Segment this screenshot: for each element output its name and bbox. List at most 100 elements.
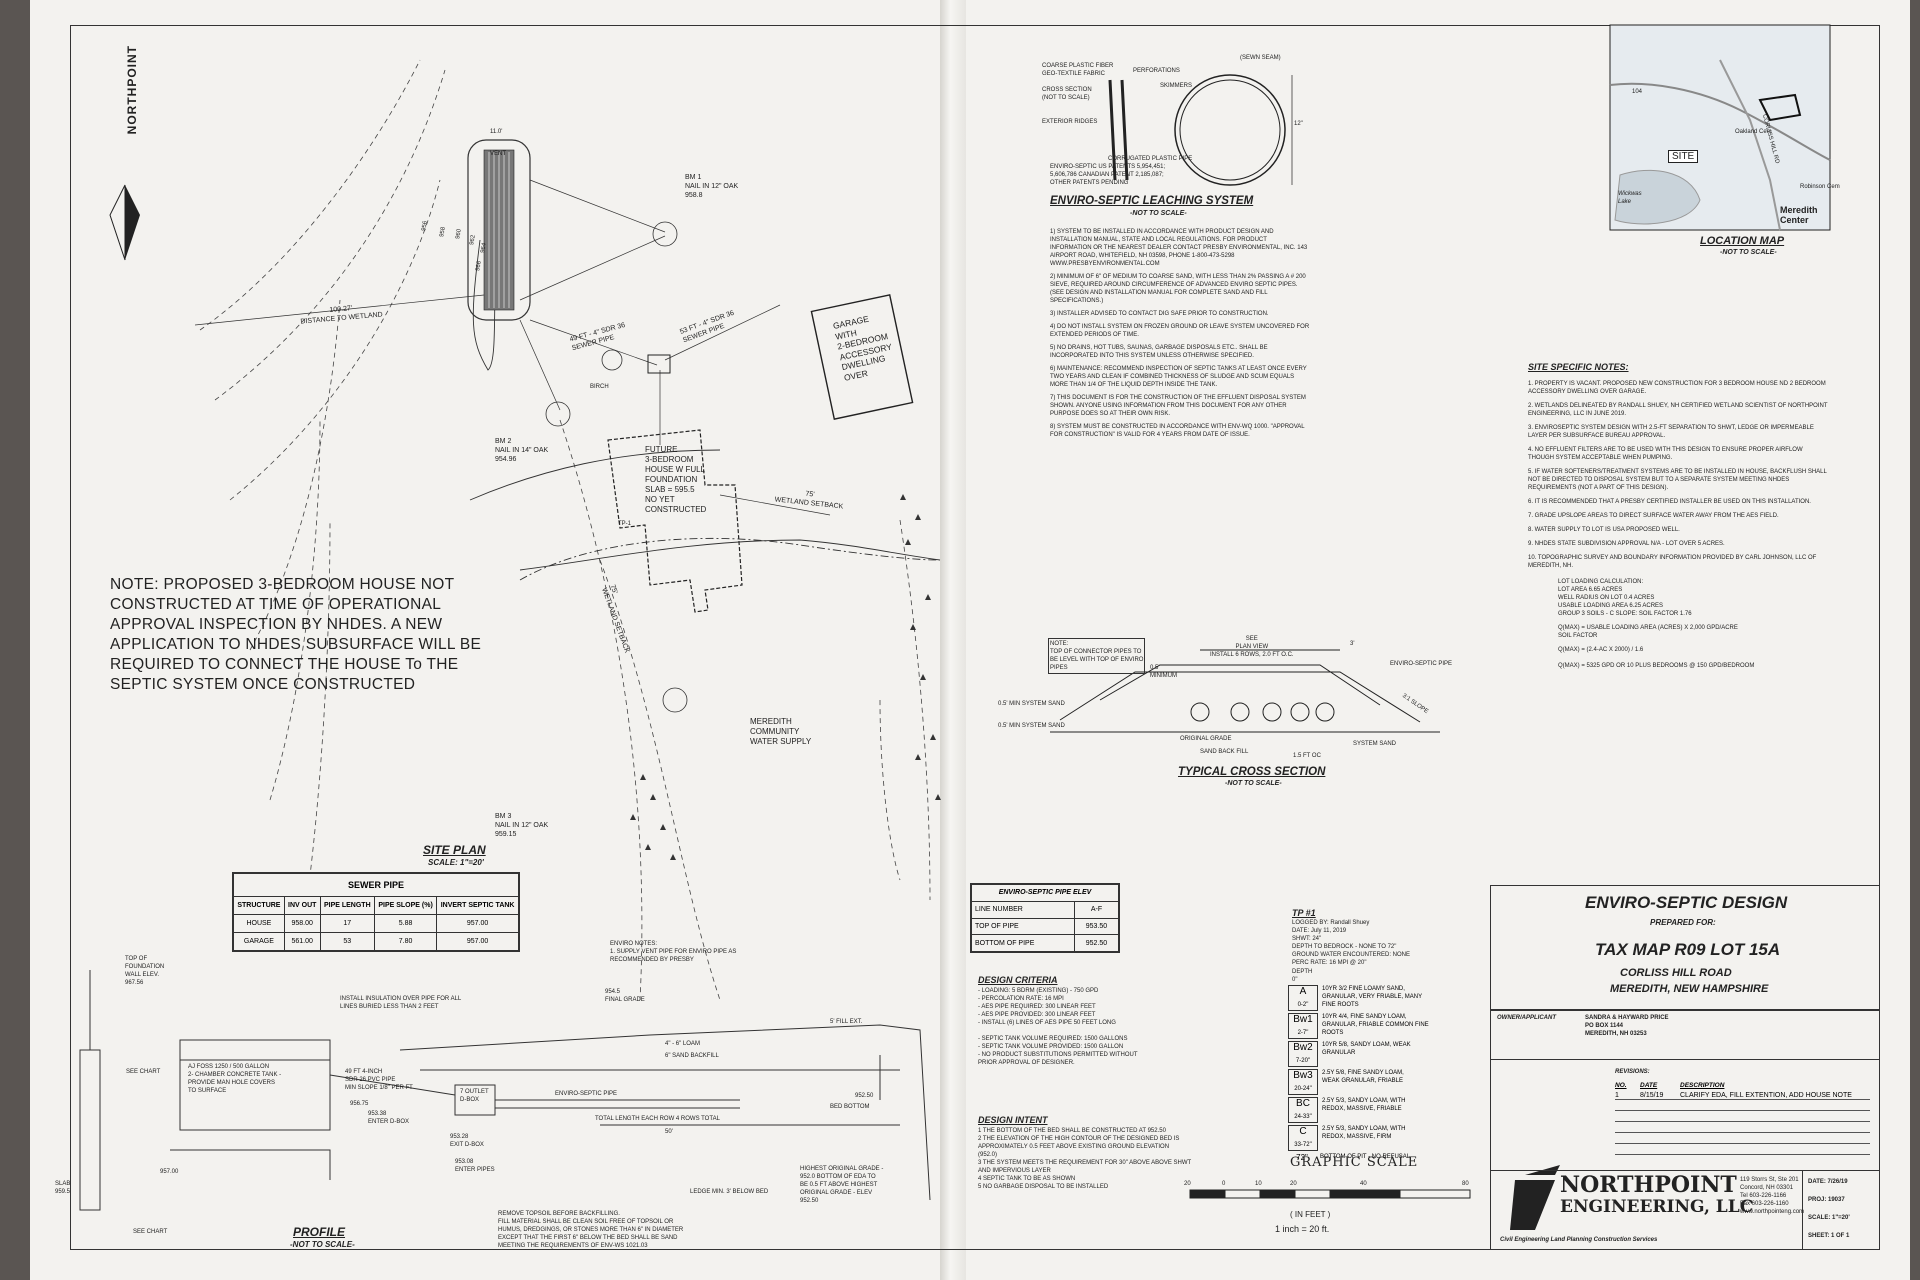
profile-enviro-pipe: ENVIRO-SEPTIC PIPE [555,1091,618,1097]
list-item: 1) SYSTEM TO BE INSTALLED IN ACCORDANCE … [1050,229,1308,267]
list-item: 72" BOTTOM OF PIT - NO REFUSAL [1288,1153,1478,1162]
horizon-depth: 7-20" [1295,1058,1311,1064]
list-item: 9. NHDES STATE SUBDIVISION APPROVAL N/A … [1528,541,1725,547]
sewer-col-length: PIPE LENGTH [319,896,375,916]
list-item: 7) THIS DOCUMENT IS FOR THE CONSTRUCTION… [1050,395,1306,417]
rev-date: 8/15/19 [1640,1092,1664,1099]
insulation-note: INSTALL INSULATION OVER PIPE FOR ALL LIN… [340,996,462,1010]
sheet-number: SHEET: 1 OF 1 [1808,1233,1850,1239]
leaching-title: ENVIRO-SEPTIC LEACHING SYSTEM [1050,195,1254,207]
table-cell: 953.50 [1073,917,1120,936]
skimmers-label: SKIMMERS [1160,83,1193,89]
revisions-label: REVISIONS: [1615,1069,1650,1075]
list-item: 6) MAINTENANCE: RECOMMEND INSPECTION OF … [1050,366,1307,388]
length-50: 50' [665,1129,673,1135]
company-services: Civil Engineering Land Planning Construc… [1500,1237,1658,1243]
list-item: 8. WATER SUPPLY TO LOT IS USA PROPOSED W… [1528,527,1680,533]
table-cell: 7.80 [373,932,438,951]
sand-back-fill-label: SAND BACK FILL [1200,749,1249,755]
site-notes-title: SITE SPECIFIC NOTES: [1528,362,1629,372]
oc-label: 1.5 FT OC [1293,753,1321,759]
horizon-depth: 24-33" [1294,1114,1312,1120]
owner-value: SANDRA & HAYWARD PRICE PO BOX 1144 MERED… [1585,1015,1669,1037]
table-cell: 17 [319,914,375,934]
horizon-label: A [1299,986,1307,997]
scale-tick: 20 [1184,1181,1191,1187]
enviro-notes: ENVIRO NOTES: 1. SUPPLY VENT PIPE FOR EN… [610,941,737,963]
company-name-2: ENGINEERING, LLC [1560,1197,1754,1217]
sheet-date: DATE: 7/26/19 [1808,1179,1848,1185]
table-cell: A-F [1073,900,1120,919]
future-house-label: FUTURE 3-BEDROOM HOUSE W FULL FOUNDATION… [645,445,707,514]
contour-960: 960 [455,228,463,240]
list-item: 4. NO EFFLUENT FILTERS ARE TO BE USED WI… [1528,447,1803,461]
list-item: 1. PROPERTY IS VACANT. PROPOSED NEW CONS… [1528,381,1826,395]
map-route: 104 [1632,89,1643,95]
table-cell: 952.50 [1073,934,1120,952]
horizon-desc: 10YR 3/2 FINE LOAMY SAND, GRANULAR, VERY… [1322,986,1423,1008]
contour-966: 966 [475,260,483,272]
pipe-elev-title: ENVIRO-SEPTIC PIPE ELEV [971,884,1119,902]
original-grade-label: ORIGINAL GRADE [1180,736,1232,742]
design-intent-title: DESIGN INTENT [978,1115,1048,1125]
horizon-depth: 2-7" [1297,1030,1309,1036]
elev-956-75: 956.75 [350,1101,369,1107]
horizon-label: C [1299,1126,1307,1137]
horizon-desc: 2.5Y 5/3, SANDY LOAM, WITH REDOX, MASSIV… [1322,1098,1406,1112]
contour-956: 956 [421,220,429,232]
see-chart-label: SEE CHART [126,1069,161,1075]
map-oakland: Oakland Cem [1735,129,1772,135]
sheet-proj: PROJ: 19037 [1808,1197,1845,1203]
dim-11: 11.0' [490,129,503,135]
site-notes-list: 1. PROPERTY IS VACANT. PROPOSED NEW CONS… [1528,380,1828,676]
sewer-pipe-table-box: SEWER PIPE STRUCTURE INV OUT PIPE LENGTH… [232,872,520,952]
leaching-notes: 1) SYSTEM TO BE INSTALLED IN ACCORDANCE … [1050,228,1310,444]
total-length-label: TOTAL LENGTH EACH ROW 4 ROWS TOTAL [595,1116,720,1122]
min-sand-1: 0.5' MIN SYSTEM SAND [998,701,1065,707]
lot-title: TAX MAP R09 LOT 15A [1595,940,1781,959]
horizon-depth: 33-72" [1294,1142,1312,1148]
system-sand-label: SYSTEM SAND [1353,741,1397,747]
water-supply-label: MEREDITH COMMUNITY WATER SUPPLY [750,717,812,746]
site-plan-title: SITE PLAN [423,843,486,857]
tp1-label: TP-1 [618,521,632,527]
ledge-label: LEDGE MIN. 3' BELOW BED [690,1189,769,1195]
test-pit-header: LOGGED BY: Randall Shuey DATE: July 11, … [1292,920,1411,966]
contour-962: 962 [469,234,477,246]
birch-label: BIRCH [590,384,609,390]
design-criteria-text: - LOADING: 5 BDRM (EXISTING) - 750 GPD -… [978,988,1138,1066]
horizon-label: Bw1 [1293,1014,1313,1025]
scale-tick: 20 [1290,1181,1297,1187]
list-item: 2. WETLANDS DELINEATED BY RANDALL SHUEY,… [1528,403,1828,417]
profile-subtitle: -NOT TO SCALE- [290,1240,355,1249]
lot-loading-calc: LOT LOADING CALCULATION: LOT AREA 6.65 A… [1558,579,1692,617]
vent-label: VENT [490,151,507,157]
horizon-desc: 2.5Y 5/8, FINE SANDY LOAM, WEAK GRANULAR… [1322,1070,1404,1084]
bed-bottom-label: BED BOTTOM [830,1104,870,1110]
elev-957: 957.00 [160,1169,179,1175]
fill-ext-label: 5' FILL EXT. [830,1019,863,1025]
scale-unit: ( IN FEET ) [1290,1210,1331,1219]
min-05-label: 0.5' MINIMUM [1150,665,1177,679]
list-item: 6. IT IS RECOMMENDED THAT A PRESBY CERTI… [1528,499,1811,505]
rev-desc: CLARIFY EDA, FILL EXTENTION, ADD HOUSE N… [1680,1092,1852,1099]
enter-dbox-label: 953.38 ENTER D-BOX [368,1111,410,1125]
enter-pipes-label: 953.08 ENTER PIPES [455,1159,495,1173]
test-pit-depth-label: DEPTH 0" [1292,969,1313,983]
cs-enviro-pipe: ENVIRO-SEPTIC PIPE [1390,661,1453,667]
graphic-scale-title: GRAPHIC SCALE [1290,1155,1419,1170]
cross-section-title: TYPICAL CROSS SECTION [1178,766,1326,778]
location-map-subtitle: -NOT TO SCALE- [1720,249,1777,256]
prepared-for: PREPARED FOR: [1650,918,1716,927]
list-item: 3) INSTALLER ADVISED TO CONTACT DIG SAFE… [1050,311,1269,317]
sand-backfill-label: 6" SAND BACKFILL [665,1053,719,1059]
scale-ratio: 1 inch = 20 ft. [1275,1224,1330,1234]
map-meredith: Meredith Center [1780,205,1818,225]
